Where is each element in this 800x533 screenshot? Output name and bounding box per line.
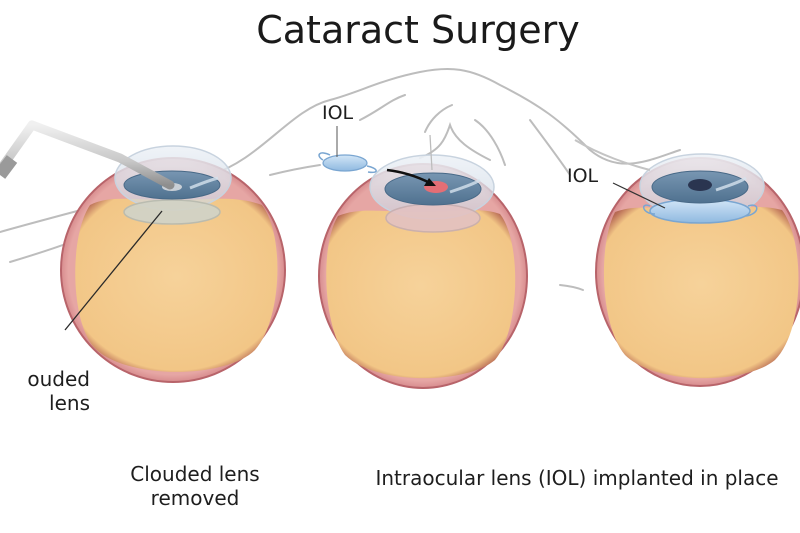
iris-highlight xyxy=(449,178,481,194)
face-sketch-line xyxy=(574,139,651,171)
phaco-probe-handle xyxy=(0,155,18,179)
vitreous-body xyxy=(75,198,278,372)
caption-iol-implanted: Intraocular lens (IOL) implanted in plac… xyxy=(375,466,779,490)
caption-lens-removed-line1: Clouded lens xyxy=(130,462,260,486)
vitreous-body xyxy=(326,210,516,379)
cheek-line-mid xyxy=(269,164,321,176)
iris-highlight xyxy=(189,176,219,190)
eye-panel-iol-insertion xyxy=(318,126,528,389)
brow-line-3 xyxy=(419,121,491,161)
caption-lens-removed: Clouded lens removed xyxy=(70,462,320,510)
iol-implanted-pointer xyxy=(612,182,666,209)
iol-floating-lens xyxy=(318,152,377,174)
pupil xyxy=(688,179,712,191)
clouded-lens-label-line2: lens xyxy=(49,391,90,415)
eye-panel-iol-in-place xyxy=(574,139,800,387)
brow-line-4 xyxy=(474,119,506,166)
clouded-lens-label: ouded lens xyxy=(0,367,90,415)
brow-line-2 xyxy=(424,104,453,133)
brow-line-5 xyxy=(529,119,571,176)
connector-line xyxy=(559,284,584,291)
insertion-arrow xyxy=(386,168,436,186)
eye-panel-lens-removal xyxy=(0,120,286,383)
iris-highlight xyxy=(715,176,747,192)
caption-lens-removed-line2: removed xyxy=(150,486,240,510)
brow-line-1 xyxy=(359,94,406,121)
phaco-probe xyxy=(0,120,175,190)
vitreous-body xyxy=(603,207,799,379)
clouded-lens-pointer xyxy=(64,210,163,331)
empty-capsule xyxy=(385,203,481,233)
insertion-line xyxy=(429,134,433,171)
iol-label-implanted: IOL xyxy=(567,165,599,187)
clouded-lens-label-line1: ouded xyxy=(27,367,90,391)
diagram-title: Cataract Surgery xyxy=(256,8,580,52)
clouded-lens xyxy=(123,199,221,225)
iol-label-floating: IOL xyxy=(322,102,354,124)
